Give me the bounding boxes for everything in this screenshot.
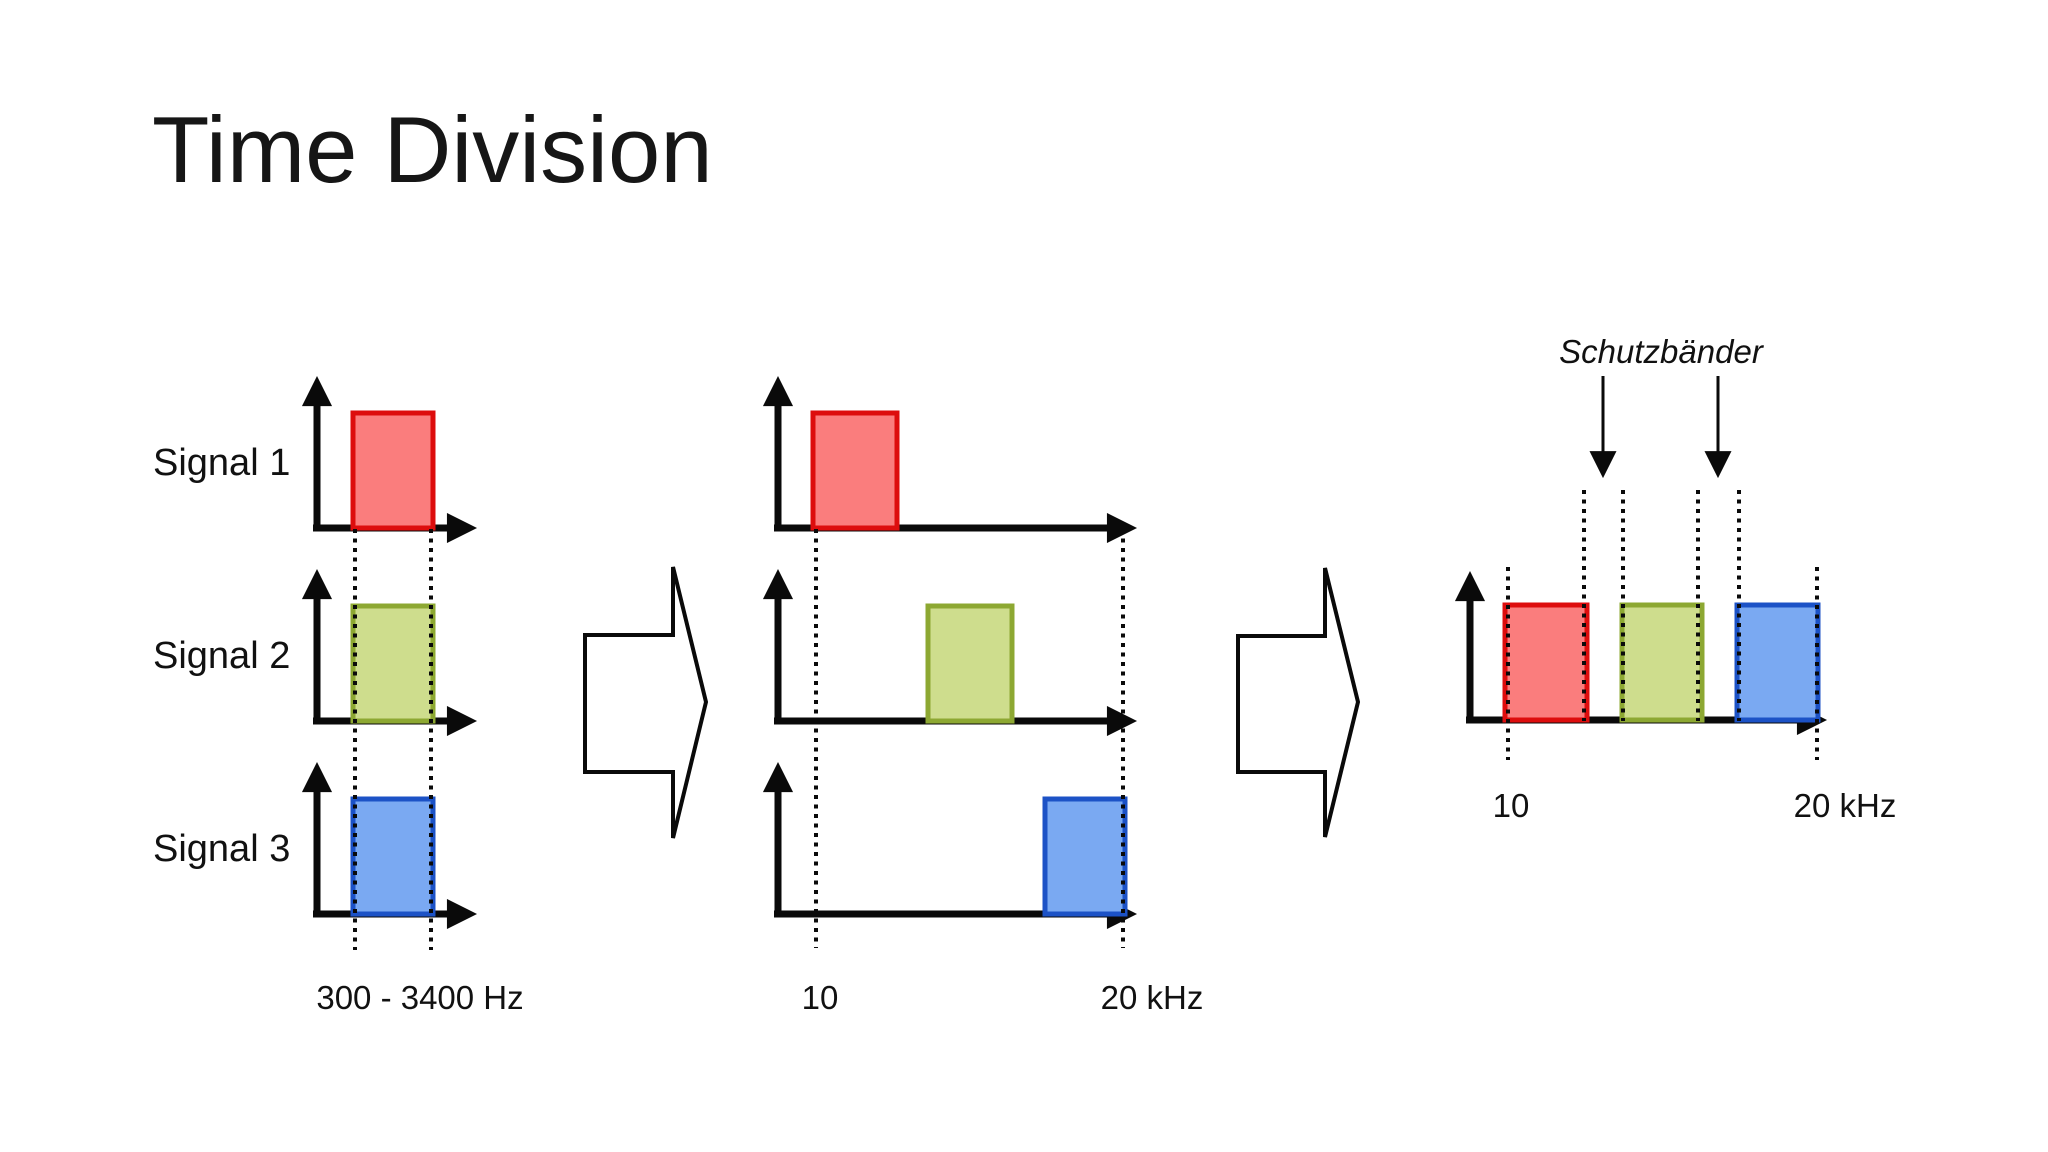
- signal2-band-baseband: [350, 603, 436, 724]
- signal1-label: Signal 1: [153, 442, 291, 484]
- flow-arrow-icon: [1236, 567, 1361, 838]
- flow-arrow-icon: [583, 566, 709, 839]
- middle-freq-end-label: 20 kHz: [1100, 979, 1204, 1016]
- signal2-label: Signal 2: [153, 635, 291, 677]
- signal2-band-muxed: [1619, 602, 1705, 723]
- signal3-label: Signal 3: [153, 828, 291, 870]
- signal1-band-muxed: [1502, 602, 1590, 723]
- middle-freq-start-label: 10: [801, 979, 839, 1016]
- page-title: Time Division: [152, 97, 713, 202]
- signal3-band-baseband: [350, 796, 436, 917]
- signal1-band-shifted: [810, 410, 900, 531]
- guard-band-label: Schutzbänder: [1559, 333, 1763, 370]
- baseband-freq-label: 300 - 3400 Hz: [316, 979, 524, 1016]
- signal3-band-muxed: [1734, 602, 1821, 723]
- signal3-band-shifted: [1042, 796, 1128, 917]
- signal1-band-baseband: [350, 410, 436, 531]
- signal2-band-shifted: [925, 603, 1015, 724]
- right-freq-end-label: 20 kHz: [1793, 787, 1897, 824]
- right-freq-start-label: 10: [1492, 787, 1530, 824]
